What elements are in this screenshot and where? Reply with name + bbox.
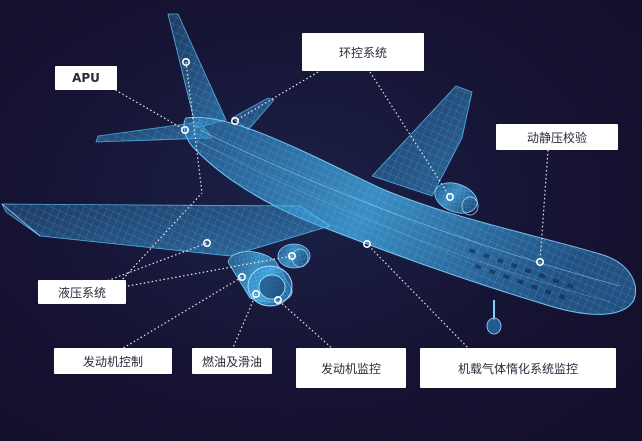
leader-inerting <box>366 243 471 351</box>
leader-engine-control <box>119 276 243 351</box>
leader-static-pressure <box>539 149 549 263</box>
point-fuselage-mid <box>362 240 371 249</box>
label-inerting-monitor: 机载气体惰化系统监控 <box>420 348 616 388</box>
label-hydraulic: 液压系统 <box>38 280 126 304</box>
left-inner-engine <box>277 243 311 269</box>
callout-points <box>181 57 544 304</box>
point-fuel-lube <box>252 289 261 298</box>
nose-landing-gear <box>486 300 502 335</box>
leader-engine-monitor <box>277 299 335 351</box>
point-env-control <box>231 117 240 126</box>
right-horizontal-stabilizer <box>231 97 275 131</box>
leader-lines <box>103 61 549 351</box>
label-engine-monitor: 发动机监控 <box>296 348 406 388</box>
point-wing <box>203 239 212 248</box>
label-env-control: 环控系统 <box>302 33 424 71</box>
fuselage <box>183 116 636 315</box>
leader-env-control <box>234 71 319 122</box>
label-fuel-lube: 燃油及滑油 <box>192 348 272 374</box>
point-engine-control <box>238 272 247 281</box>
cabin-windows <box>468 247 574 300</box>
leader-env-control-2 <box>369 71 451 198</box>
point-right-engine <box>445 193 454 202</box>
label-engine-control: 发动机控制 <box>54 348 172 374</box>
label-apu: APU <box>55 66 117 90</box>
left-wing <box>1 203 331 257</box>
right-wing <box>371 85 473 197</box>
point-apu <box>181 126 190 135</box>
point-engine-monitor <box>273 295 282 304</box>
leader-hydraulic-1 <box>119 192 203 283</box>
point-tail-top <box>182 57 191 66</box>
label-static-pressure: 动静压校验 <box>496 124 618 150</box>
leader-apu <box>111 87 186 131</box>
vertical-stabilizer <box>167 13 227 129</box>
leader-fuel-lube <box>231 293 257 351</box>
point-inner-engine <box>287 252 296 261</box>
point-static-pressure <box>535 257 544 266</box>
